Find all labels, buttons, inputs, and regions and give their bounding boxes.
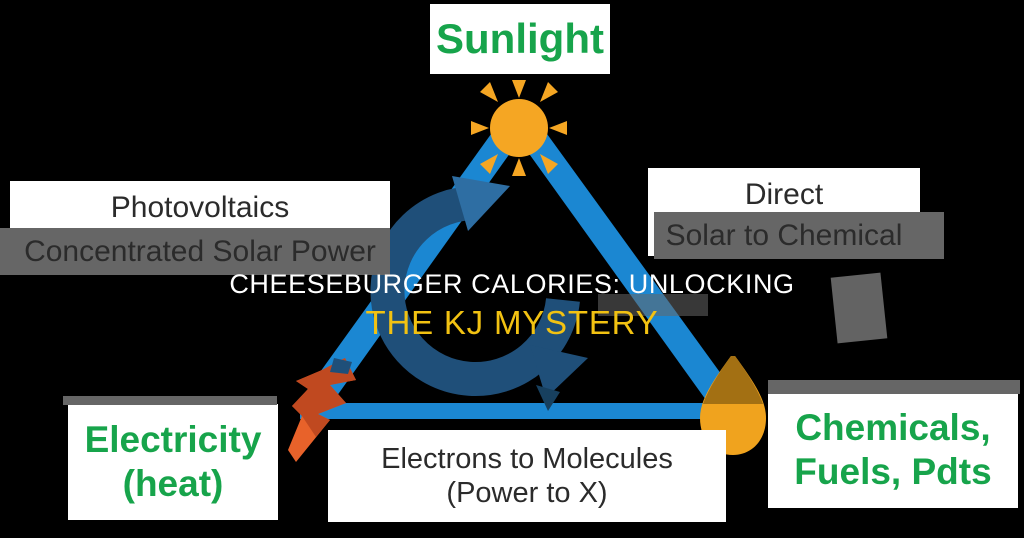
power-to-x-label-line2: (Power to X) bbox=[446, 477, 608, 509]
direct-label-line1: Direct bbox=[744, 177, 824, 211]
overlay-text-solar-to-chemical: Solar to Chemical bbox=[648, 212, 920, 259]
chemicals-label-line1: Chemicals, bbox=[795, 407, 991, 449]
power-to-x-label-line1: Electrons to Molecules bbox=[381, 442, 673, 475]
electricity-label-line1: Electricity bbox=[84, 419, 262, 461]
photovoltaics-label-line1: Photovoltaics bbox=[110, 190, 290, 224]
triangle-edge-direct-solar bbox=[512, 116, 740, 414]
edge-label-power-to-x: Electrons to Molecules (Power to X) bbox=[328, 430, 726, 522]
node-label-electricity: Electricity (heat) bbox=[68, 404, 278, 520]
lightning-bolt-icon bbox=[288, 358, 356, 462]
node-label-sunlight: Sunlight bbox=[430, 4, 610, 74]
sun-icon bbox=[471, 80, 567, 176]
concentrated-solar-power-text: Concentrated Solar Power bbox=[24, 234, 376, 268]
triangle-edge-power-to-x bbox=[300, 403, 728, 419]
circular-arrow-icon bbox=[370, 176, 588, 411]
sunlight-label-line1: Sunlight bbox=[436, 15, 604, 63]
solar-to-chemical-text: Solar to Chemical bbox=[665, 218, 903, 252]
electricity-label-line2: (heat) bbox=[122, 463, 224, 504]
overlay-text-concentrated-solar-power: Concentrated Solar Power bbox=[10, 228, 390, 275]
node-label-chemicals: Chemicals, Fuels, Pdts bbox=[768, 392, 1018, 508]
chemicals-label-line2: Fuels, Pdts bbox=[794, 451, 992, 492]
